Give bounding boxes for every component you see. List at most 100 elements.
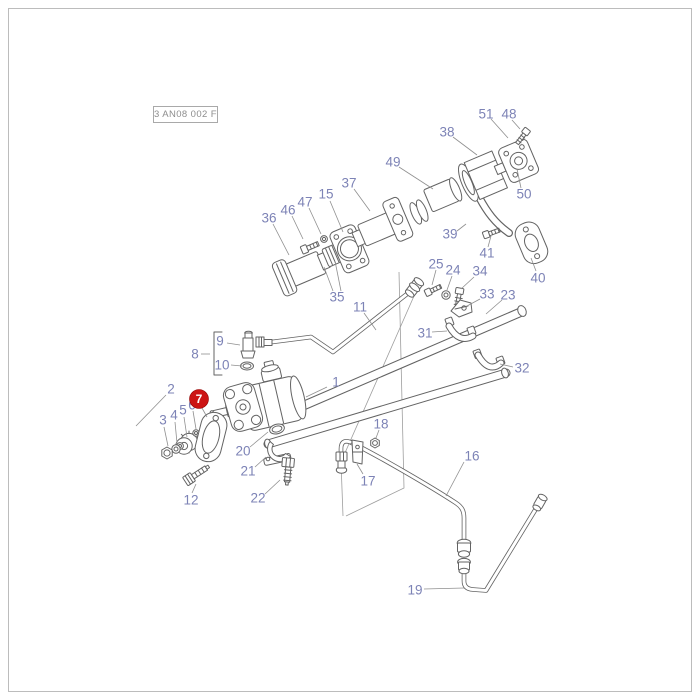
bolt-48-drawing (515, 126, 531, 146)
part-number-34[interactable]: 34 (472, 264, 488, 279)
part-number-22[interactable]: 22 (250, 491, 265, 506)
part-number-41[interactable]: 41 (479, 246, 494, 261)
leader-line (135, 394, 167, 427)
flange-40-drawing (514, 221, 549, 265)
cylinder-37-drawing (351, 196, 414, 248)
leader-line (249, 431, 269, 448)
pipe-16-drawing (335, 437, 472, 558)
leader-line (230, 364, 243, 367)
leader-line (466, 298, 481, 307)
leader-line (398, 166, 434, 190)
group-bracket-8 (213, 331, 223, 376)
leader-line (192, 410, 197, 430)
leader-line (516, 168, 522, 189)
part-number-31[interactable]: 31 (417, 326, 432, 341)
leader-line (452, 136, 478, 156)
part-number-16[interactable]: 16 (464, 449, 479, 464)
highlighted-part-badge[interactable]: 7 (189, 389, 209, 409)
small-parts-drawing (161, 429, 201, 460)
ribbed-ring-drawing (409, 199, 429, 225)
pipe-11-drawing (269, 277, 425, 355)
pipe-19-lower-fitting-drawing (457, 557, 471, 575)
leader-line (431, 330, 448, 333)
leader-line (356, 463, 364, 475)
washer-4-drawing (171, 442, 184, 454)
highlighted-part-number[interactable]: 7 (196, 392, 203, 406)
leader-line (201, 407, 208, 418)
leader-line (431, 269, 437, 286)
highlight-circle-icon[interactable] (189, 389, 209, 409)
leader-line (305, 386, 328, 398)
leader-line (487, 235, 492, 248)
leader-line (183, 416, 188, 438)
cylinder-36-drawing (271, 251, 331, 297)
oring-20-drawing (269, 423, 285, 435)
part-number-48[interactable]: 48 (501, 107, 516, 122)
cylinder-49-drawing (423, 177, 463, 213)
part-number-51[interactable]: 51 (478, 107, 493, 122)
part-number-36[interactable]: 36 (261, 211, 276, 226)
banjo-17-drawing (335, 439, 364, 474)
pump-1-drawing (209, 360, 307, 432)
leader-line (254, 456, 267, 468)
leader-line (272, 223, 290, 256)
leader-line (163, 426, 169, 447)
leader-line (511, 119, 521, 130)
tube-23-drawing (293, 305, 527, 413)
pipe-16-end-fitting-drawing (456, 538, 472, 558)
part-number-49[interactable]: 49 (385, 155, 400, 170)
part-number-19[interactable]: 19 (407, 583, 422, 598)
part-number-32[interactable]: 32 (514, 361, 529, 376)
leader-line (334, 260, 342, 292)
part-number-35[interactable]: 35 (329, 290, 344, 305)
part-number-40[interactable]: 40 (530, 271, 545, 286)
pipe-19-drawing (457, 493, 548, 593)
nut-3-drawing (161, 446, 173, 460)
part-number-21[interactable]: 21 (240, 464, 255, 479)
part-number-5[interactable]: 5 (179, 403, 187, 418)
part-number-24[interactable]: 24 (445, 263, 461, 278)
part-number-17[interactable]: 17 (360, 474, 375, 489)
part-number-39[interactable]: 39 (442, 227, 457, 242)
leader-line (226, 342, 241, 346)
part-number-23[interactable]: 23 (500, 288, 515, 303)
part-number-50[interactable]: 50 (516, 187, 531, 202)
alignment-lines (340, 271, 415, 517)
part-number-9[interactable]: 9 (216, 334, 224, 349)
leader-line (485, 299, 503, 315)
part-number-47[interactable]: 47 (297, 195, 312, 210)
part-number-3[interactable]: 3 (159, 413, 167, 428)
leader-line (490, 118, 509, 139)
part-number-38[interactable]: 38 (439, 125, 454, 140)
part-number-12[interactable]: 12 (183, 493, 198, 508)
part-number-10[interactable]: 10 (214, 358, 229, 373)
bolt-46-drawing (299, 241, 320, 255)
part-number-2[interactable]: 2 (167, 382, 175, 397)
leader-line (445, 461, 465, 497)
elbow-39-drawing (475, 193, 513, 237)
leader-line (456, 223, 467, 232)
part-number-20[interactable]: 20 (235, 444, 250, 459)
leader-line (530, 257, 537, 272)
part-number-33[interactable]: 33 (479, 287, 494, 302)
leader-lines (135, 118, 537, 590)
part-number-18[interactable]: 18 (373, 417, 388, 432)
part-number-15[interactable]: 15 (318, 187, 333, 202)
fasteners-and-bracket-drawing (423, 284, 473, 318)
bolt-41-drawing (481, 227, 501, 240)
part-number-4[interactable]: 4 (170, 408, 178, 423)
part-number-46[interactable]: 46 (280, 203, 295, 218)
clamp-31-drawing (444, 316, 477, 342)
pump-50-plate-drawing (493, 138, 540, 183)
block-38-drawing (458, 150, 508, 202)
nut-18-drawing (370, 437, 380, 449)
part-number-11[interactable]: 11 (353, 300, 367, 315)
part-number-1[interactable]: 1 (332, 375, 340, 390)
pipe-19-top-fitting-drawing (532, 493, 548, 512)
part-number-37[interactable]: 37 (341, 176, 356, 191)
bracket-33-drawing (450, 299, 473, 318)
part-number-25[interactable]: 25 (428, 257, 443, 272)
leader-line (291, 215, 304, 240)
part-number-8[interactable]: 8 (191, 347, 199, 362)
